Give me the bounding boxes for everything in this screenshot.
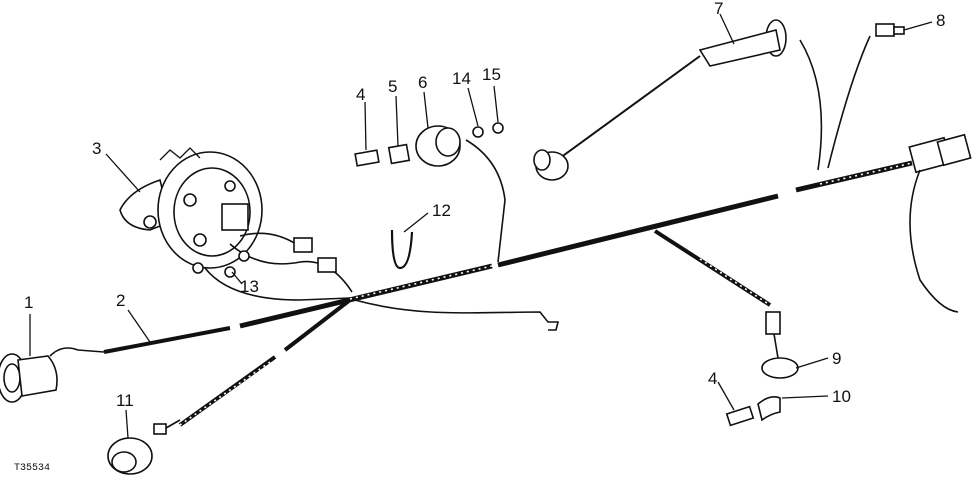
callout-1: 1 (24, 293, 33, 312)
alternator (119, 147, 353, 301)
callout-5: 5 (388, 77, 397, 96)
callout-12: 12 (432, 201, 451, 220)
callout-3: 3 (92, 139, 101, 158)
switch-assembly (354, 122, 506, 263)
callout-4-elbow: 4 (708, 369, 717, 388)
callout-11: 11 (116, 391, 134, 410)
callout-4-switch: 4 (356, 85, 365, 104)
callout-9: 9 (832, 349, 841, 368)
headlight-lamp (0, 347, 105, 403)
callout-15: 15 (482, 65, 501, 84)
fuel-sender (533, 19, 823, 181)
callout-7: 7 (714, 0, 723, 18)
callout-13: 13 (240, 277, 259, 296)
callout-2: 2 (116, 291, 125, 310)
callout-6: 6 (418, 73, 427, 92)
oil-pressure-sender (761, 311, 799, 379)
callout-10: 10 (832, 387, 851, 406)
elbow-fitting (725, 396, 781, 427)
temperature-switch (827, 23, 959, 313)
wire-clip (390, 229, 414, 270)
callout-8: 8 (936, 11, 945, 30)
leader-lines (29, 13, 933, 439)
callout-14: 14 (452, 69, 471, 88)
horn (107, 419, 181, 475)
main-harness (178, 133, 972, 427)
callout-labels: 1 2 3 4 5 6 14 15 7 8 12 13 9 4 10 11 (24, 0, 945, 410)
lamp-cable (103, 326, 231, 354)
figure-id: T35534 (14, 463, 50, 474)
